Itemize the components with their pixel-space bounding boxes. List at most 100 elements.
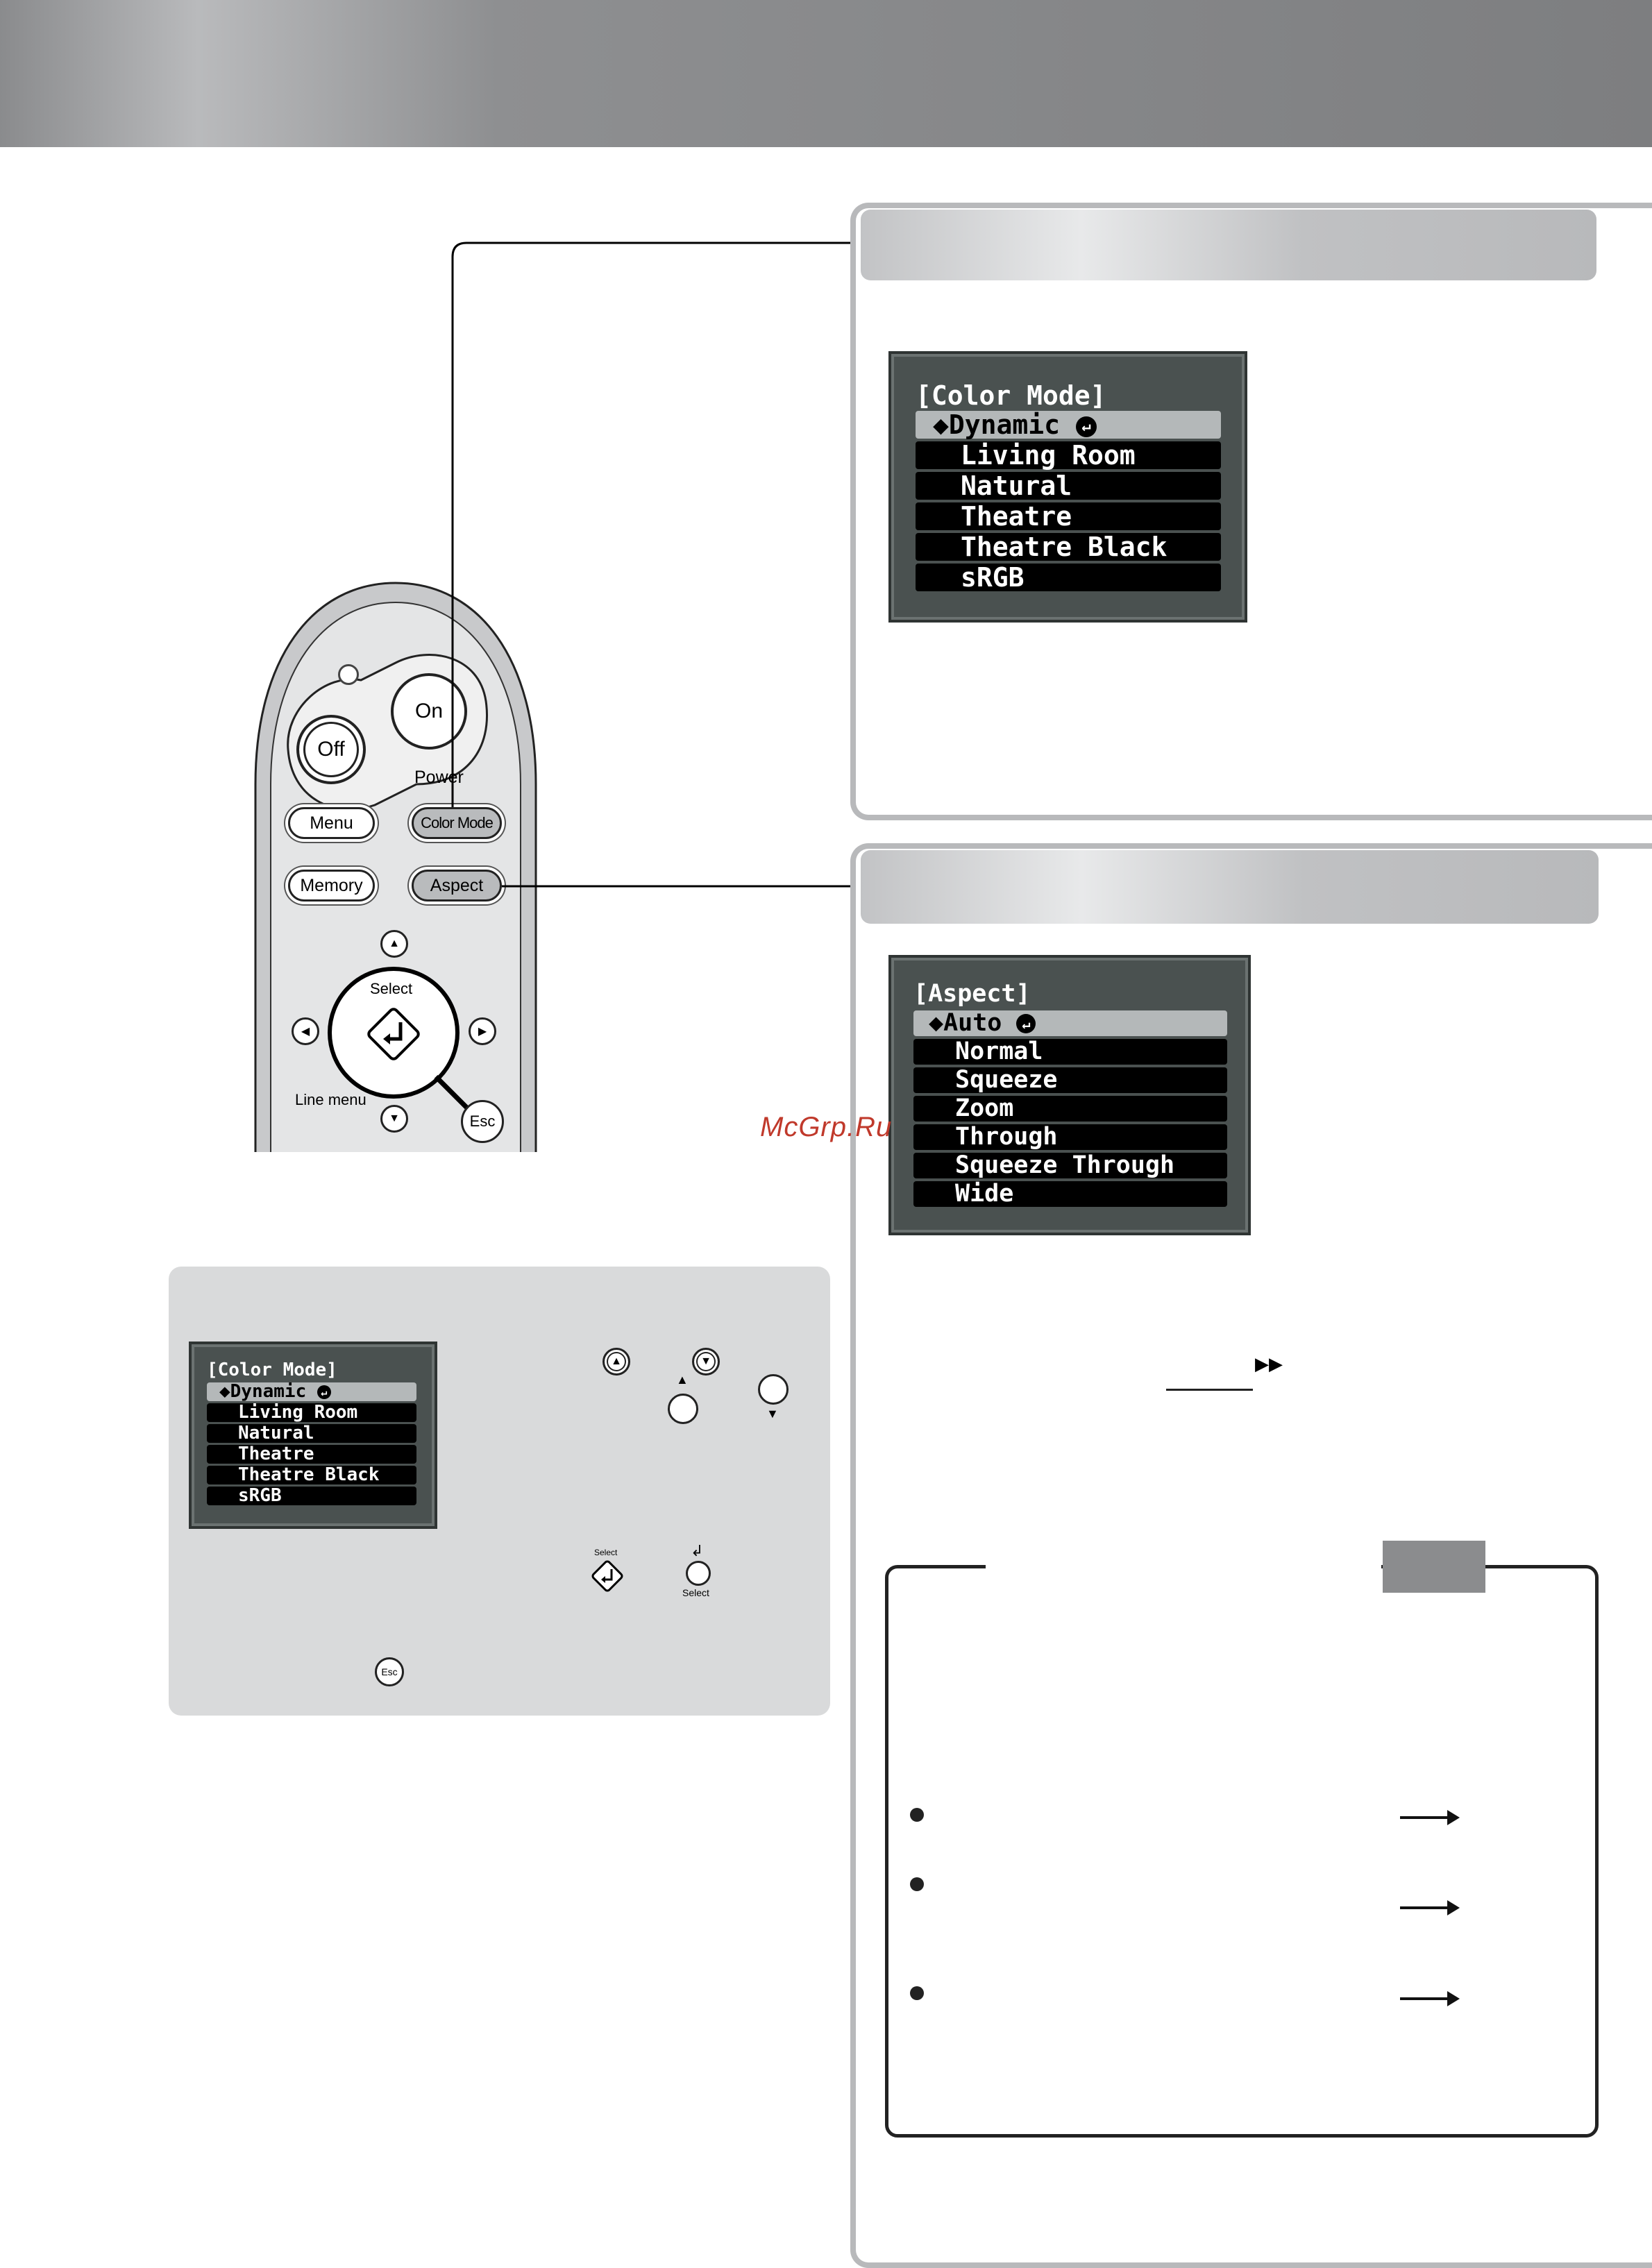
triangle-down-icon: ▼: [700, 1355, 711, 1367]
right-button[interactable]: ▶: [469, 1017, 496, 1045]
select-button[interactable]: [362, 1003, 425, 1065]
help-osd-item-label: Natural: [238, 1423, 314, 1444]
help-osd-item-theatre-black: Theatre Black: [207, 1466, 416, 1484]
aspect-item-label: Through: [955, 1123, 1058, 1151]
help-osd-item-label: Dynamic: [230, 1381, 307, 1402]
help-panel-select-button: [686, 1561, 711, 1586]
color-mode-item-theatre-black[interactable]: Theatre Black: [916, 533, 1221, 561]
aspect-osd: [Aspect] ◆Auto ↵ Normal Squeeze Zoom Thr…: [888, 955, 1251, 1235]
help-up-button: ▲: [602, 1348, 630, 1376]
arrow-right-icon: [1400, 1991, 1460, 2006]
color-mode-osd-title: [Color Mode]: [916, 380, 1106, 411]
help-panel-up-button: [668, 1394, 698, 1424]
color-mode-button[interactable]: Color Mode: [412, 807, 502, 839]
double-chevron-right-icon: ▶▶: [1255, 1353, 1283, 1374]
aspect-button-label: Aspect: [430, 875, 484, 895]
enter-arrow-icon: ↲: [691, 1542, 704, 1559]
off-button-label: Off: [317, 738, 345, 761]
color-mode-item-label: Natural: [961, 471, 1072, 501]
up-down-marker-icon: ◆: [929, 1009, 944, 1037]
aspect-item-zoom[interactable]: Zoom: [913, 1096, 1227, 1122]
help-osd-item-living-room: Living Room: [207, 1403, 416, 1422]
aspect-item-through[interactable]: Through: [913, 1124, 1227, 1150]
color-mode-button-label: Color Mode: [421, 814, 494, 831]
aspect-item-auto[interactable]: ◆Auto ↵: [913, 1010, 1227, 1036]
aspect-item-label: Squeeze Through: [955, 1151, 1175, 1179]
note-box-tab: [1383, 1541, 1485, 1593]
triangle-down-icon: ▼: [766, 1407, 779, 1421]
enter-arrow-icon: ↵: [1016, 1014, 1036, 1033]
help-osd-item-srgb: sRGB: [207, 1487, 416, 1505]
enter-arrow-icon: ↵: [317, 1385, 331, 1399]
aspect-item-squeeze[interactable]: Squeeze: [913, 1067, 1227, 1093]
enter-arrow-icon: [601, 1569, 613, 1583]
help-osd-item-label: sRGB: [238, 1485, 282, 1506]
esc-button[interactable]: Esc: [461, 1100, 504, 1143]
aspect-item-label: Wide: [955, 1180, 1014, 1208]
menu-button[interactable]: Menu: [288, 807, 375, 839]
triangle-up-icon: ▲: [676, 1373, 689, 1387]
aspect-button[interactable]: Aspect: [412, 870, 502, 902]
up-down-marker-icon: ◆: [219, 1381, 230, 1402]
help-select-under-label: Select: [682, 1587, 709, 1598]
off-button[interactable]: Off: [296, 715, 366, 784]
help-osd-item-natural: Natural: [207, 1424, 416, 1443]
arrow-right-icon: [1400, 1810, 1460, 1825]
help-osd-title: [Color Mode]: [207, 1360, 337, 1380]
left-button[interactable]: ◀: [292, 1017, 319, 1045]
arrow-right-icon: [1400, 1900, 1460, 1915]
on-button-label: On: [414, 700, 444, 722]
enter-arrow-icon: [383, 1022, 403, 1044]
menu-button-label: Menu: [310, 813, 353, 833]
note-box: [885, 1565, 1599, 2138]
color-mode-osd: [Color Mode] ◆Dynamic ↵ Living Room Natu…: [888, 351, 1247, 623]
color-mode-item-label: Living Room: [961, 440, 1136, 471]
help-panel-down-button: [758, 1374, 789, 1405]
triangle-left-icon: ◀: [301, 1026, 310, 1038]
watermark: McGrp.Ru: [760, 1112, 893, 1142]
help-osd-item-label: Theatre Black: [238, 1464, 380, 1485]
aspect-item-label: Auto: [943, 1009, 1002, 1037]
help-select-small-label: Select: [594, 1548, 618, 1557]
aspect-item-squeeze-through[interactable]: Squeeze Through: [913, 1153, 1227, 1178]
aspect-item-wide[interactable]: Wide: [913, 1181, 1227, 1207]
on-button[interactable]: On: [391, 673, 467, 750]
color-mode-item-natural[interactable]: Natural: [916, 472, 1221, 500]
aspect-item-label: Normal: [955, 1038, 1043, 1065]
aspect-item-normal[interactable]: Normal: [913, 1039, 1227, 1065]
aspect-item-label: Zoom: [955, 1094, 1014, 1122]
color-mode-item-label: Theatre: [961, 501, 1072, 532]
triangle-right-icon: ▶: [478, 1026, 487, 1038]
power-label: Power: [414, 768, 464, 787]
help-select-button: [591, 1560, 623, 1592]
header-band: [0, 0, 1652, 147]
help-osd-item-dynamic: ◆Dynamic ↵: [207, 1382, 416, 1401]
esc-button-label: Esc: [469, 1112, 496, 1130]
color-mode-item-label: sRGB: [961, 562, 1025, 593]
down-button[interactable]: ▼: [380, 1105, 408, 1133]
help-osd-item-label: Living Room: [238, 1402, 358, 1423]
color-mode-item-dynamic[interactable]: ◆Dynamic ↵: [916, 411, 1221, 439]
up-button[interactable]: ▲: [380, 930, 408, 958]
bullet-1: [910, 1808, 924, 1822]
note-box-gap: [986, 1558, 1381, 1572]
memory-button[interactable]: Memory: [288, 870, 375, 902]
color-mode-item-srgb[interactable]: sRGB: [916, 564, 1221, 591]
up-down-marker-icon: ◆: [933, 409, 949, 440]
color-mode-item-label: Theatre Black: [961, 532, 1168, 562]
triangle-up-icon: ▲: [389, 938, 400, 949]
enter-arrow-icon: ↵: [1075, 416, 1097, 437]
color-mode-panel-header: [861, 210, 1596, 280]
help-color-mode-osd: [Color Mode] ◆Dynamic ↵ Living Room Natu…: [189, 1342, 437, 1529]
aspect-panel-header: [861, 850, 1599, 924]
reference-link-underline[interactable]: [1166, 1389, 1253, 1391]
help-down-button: ▼: [692, 1348, 720, 1376]
triangle-down-icon: ▼: [389, 1112, 400, 1124]
bullet-2: [910, 1877, 924, 1891]
help-esc-button: Esc: [375, 1657, 404, 1686]
help-esc-label: Esc: [381, 1666, 398, 1677]
color-mode-item-theatre[interactable]: Theatre: [916, 502, 1221, 530]
aspect-item-label: Squeeze: [955, 1066, 1058, 1094]
color-mode-item-living-room[interactable]: Living Room: [916, 441, 1221, 469]
help-osd-item-label: Theatre: [238, 1444, 314, 1464]
